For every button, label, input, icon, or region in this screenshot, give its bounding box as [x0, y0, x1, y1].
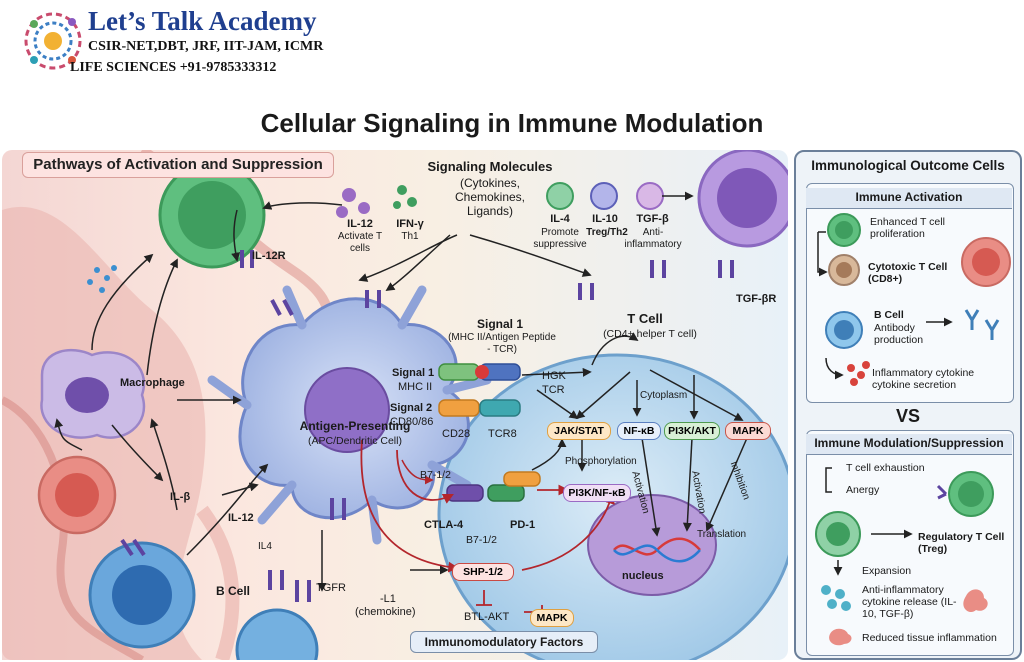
jak-stat-pill: JAK/STAT	[547, 422, 611, 440]
tgfb-label: TGF-β	[636, 213, 669, 225]
chemokine-label: (chemokine)	[355, 606, 416, 618]
treg-text: Regulatory T Cell (Treg)	[918, 531, 1005, 556]
b7-12-top-label: B7-1/2	[420, 469, 451, 481]
il-beta-label: IL-β	[170, 491, 191, 503]
signal1-label: Signal 1	[392, 367, 435, 379]
mapk-pill: MAPK	[725, 422, 771, 440]
tcell-subtitle: (CD4+ helper T cell)	[603, 328, 697, 340]
signal1-desc: (MHC II/Antigen Peptide - TCR)	[448, 332, 556, 355]
vs-label: VS	[895, 406, 920, 426]
ctla4-label: CTLA-4	[424, 519, 464, 531]
anergy-text: Anergy	[846, 484, 880, 496]
nfkb-pill: NF-κB	[617, 422, 661, 440]
immunomodulatory-factors-box: Immunomodulatory Factors	[410, 631, 598, 653]
il12-label: IL-12	[347, 218, 373, 230]
il4-desc: Promote suppressive	[533, 227, 587, 250]
macrophage-label: Macrophage	[120, 377, 185, 389]
activation-illustration	[817, 213, 1011, 386]
tgfb-desc: Anti-inflammatory	[624, 227, 682, 250]
activation-title: Immune Activation	[806, 188, 1012, 209]
logo-title: Let’s Talk Academy	[88, 6, 317, 36]
l1-label: -L1	[380, 593, 396, 605]
bcell-label: B Cell	[216, 584, 251, 598]
outcome-title: Immunological Outcome Cells	[811, 158, 1005, 173]
anti-inflammatory-text: Anti-inflammatory cytokine release (IL-1…	[862, 584, 957, 621]
cd8086-label: CD80/86	[390, 416, 434, 428]
hgk-label: HGK	[542, 370, 566, 382]
mapk-bottom-pill: MAPK	[530, 609, 574, 627]
signaling-molecules-subtitle: (Cytokines, Chemokines, Ligands)	[454, 176, 526, 218]
academy-logo	[24, 12, 82, 70]
il4-label: IL-4	[550, 213, 570, 225]
expansion-text: Expansion	[862, 565, 912, 577]
signaling-molecules-title: Signaling Molecules	[427, 159, 553, 174]
logo-contact: LIFE SCIENCES +91-9785333312	[70, 60, 277, 75]
cytoplasm-label: Cytoplasm	[640, 390, 688, 401]
pathways-illustration	[2, 150, 788, 660]
nucleus-label: nucleus	[622, 570, 664, 582]
pi3k-akt-pill: PI3K/AKT	[664, 422, 720, 440]
signal2-label: Signal 2	[390, 402, 433, 414]
bcell-outcome-label: B Cell	[874, 309, 904, 321]
reduced-inflammation-text: Reduced tissue inflammation	[862, 632, 997, 644]
cd28-label: CD28	[442, 428, 471, 440]
apc-title: Antigen-Presenting	[299, 419, 411, 433]
btl-akt-label: BTL-AKT	[464, 611, 510, 623]
tcr8-label: TCR8	[488, 428, 517, 440]
b7-12-bottom-label: B7-1/2	[466, 534, 497, 546]
signal1-caption: Signal 1	[476, 317, 523, 331]
tcell-title: T Cell	[627, 311, 663, 326]
il10-desc: Treg/Th2	[586, 227, 628, 238]
page-title: Cellular Signaling in Immune Modulation	[260, 108, 764, 138]
il12-lower-label: IL-12	[228, 512, 254, 524]
il12-desc: Activate T cells	[337, 231, 383, 254]
tcr-label: TCR	[542, 384, 565, 396]
tgfbr-label: TGF-βR	[736, 293, 777, 305]
apc-subtitle: (APC/Dendritic Cell)	[308, 435, 402, 447]
shp12-pill: SHP-1/2	[452, 563, 514, 581]
pi3k-nfkb-pill: PI3K/NF-κB	[563, 484, 631, 502]
il12r-label: IL-12R	[252, 250, 286, 262]
inflammatory-text: Inflammatory cytokine cytokine secretion	[872, 367, 975, 392]
cytotoxic-text: Cytotoxic T Cell (CD8+)	[868, 261, 948, 286]
enhanced-proliferation-text: Enhanced T cell proliferation	[870, 216, 945, 241]
exhaustion-text: T cell exhaustion	[846, 462, 925, 474]
mhc2-label: MHC II	[398, 381, 433, 393]
ifng-label: IFN-γ	[396, 218, 424, 230]
pd1-label: PD-1	[510, 519, 536, 531]
il4-lower-label: IL4	[258, 541, 272, 552]
translation-label: Translation	[697, 529, 747, 540]
logo-subtitle: CSIR-NET,DBT, JRF, IIT-JAM, ICMR	[88, 39, 324, 54]
pathways-section-title: Pathways of Activation and Suppression	[22, 152, 334, 178]
ifng-desc: Th1	[401, 231, 419, 242]
il10-label: IL-10	[592, 213, 618, 225]
suppression-illustration	[815, 467, 994, 646]
tgfr-label: TGFR	[316, 582, 346, 594]
phosphorylation-label: Phosphorylation	[565, 456, 637, 467]
suppression-title: Immune Modulation/Suppression	[806, 434, 1012, 455]
antibody-text: Antibody production	[874, 322, 924, 347]
